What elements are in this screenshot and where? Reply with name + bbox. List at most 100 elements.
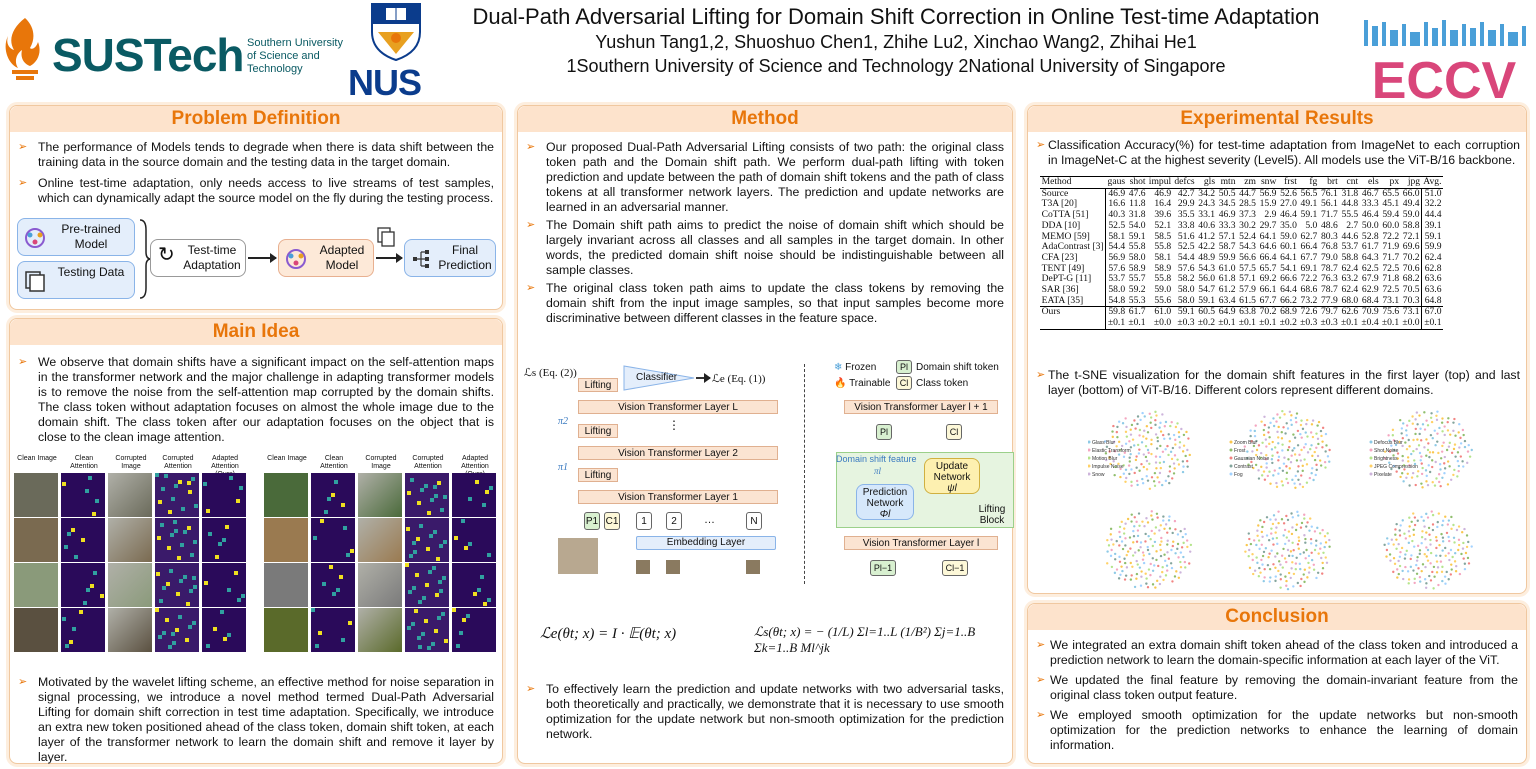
results-caption: Classification Accuracy(%) for test-time… — [1028, 138, 1520, 168]
table-cell: 63.6 — [1421, 284, 1444, 296]
table-cell: 59.1 — [1300, 209, 1318, 221]
main-idea-panel: Main Idea We observe that domain shifts … — [9, 318, 503, 764]
clean-image — [264, 608, 308, 652]
attention-map-grid: Clean Image Clean Attention Corrupted Imag… — [14, 455, 502, 652]
table-cell: 59.4 — [1382, 209, 1400, 221]
table-cell: 24.3 — [1198, 198, 1216, 210]
table-cell: 55.8 — [1154, 241, 1172, 253]
attention-column-label: Clean Attention — [70, 455, 98, 470]
table-cell: 52.8 — [1361, 230, 1379, 242]
table-cell: 16.4 — [1154, 198, 1172, 210]
attention-column-label: Corrupted Attention — [412, 455, 444, 470]
table-cell: 45.1 — [1382, 198, 1400, 210]
table-cell: 69.1 — [1300, 262, 1318, 274]
tsne-legend-dot — [1088, 456, 1091, 460]
table-cell: 62.4 — [1341, 262, 1359, 274]
table-cell: 11.8 — [1129, 198, 1146, 210]
corrupted-image — [358, 608, 402, 652]
table-cell: 58.1 — [1105, 231, 1127, 243]
table-cell: 71.7 — [1320, 209, 1338, 221]
attention-column-label: Clean Image — [267, 455, 307, 462]
conclusion-bullet: We employed smooth optimization for the … — [1028, 708, 1518, 753]
tsne-legend-dot — [1229, 456, 1233, 460]
table-cell: 59.9 — [1218, 251, 1236, 263]
table-cell: 57.5 — [1239, 262, 1256, 274]
flow-arrow — [248, 253, 277, 263]
table-cell: 79.7 — [1318, 306, 1340, 319]
sustech-flame-icon — [5, 18, 40, 80]
table-cell: 63.2 — [1341, 273, 1359, 285]
table-cell: 54.8 — [1105, 295, 1127, 307]
class-token: Cl — [896, 376, 912, 390]
table-header-cell: shot — [1126, 176, 1148, 189]
table-cell: 71.7 — [1382, 251, 1400, 263]
table-cell: 75.6 — [1380, 306, 1401, 319]
table-cell: 64.3 — [1361, 251, 1379, 263]
table-cell: 44.7 — [1239, 187, 1256, 199]
table-cell: 48.9 — [1198, 251, 1216, 263]
table-cell: 61.0 — [1147, 306, 1173, 319]
table-header-cell: gls — [1196, 176, 1217, 189]
table-cell: 58.2 — [1177, 273, 1195, 285]
attention-map — [405, 518, 449, 562]
table-header-cell: px — [1380, 176, 1401, 189]
table-cell: 73.2 — [1300, 294, 1318, 306]
table-cell: 54.4 — [1105, 242, 1127, 253]
classifier-triangle — [623, 365, 695, 391]
table-cell: 60.5 — [1196, 306, 1217, 319]
class-token: Cl — [946, 424, 962, 440]
table-cell: 72.2 — [1300, 273, 1318, 285]
table-cell: ±0.1 — [1339, 317, 1360, 330]
clean-image — [14, 473, 58, 517]
table-cell: 72.5 — [1382, 284, 1400, 296]
table-cell: 73.1 — [1400, 306, 1422, 319]
table-cell: 42.7 — [1177, 187, 1195, 199]
table-header-cell: snw — [1257, 176, 1279, 189]
table-cell: 67.7 — [1259, 294, 1277, 306]
table-cell: 42.2 — [1198, 241, 1216, 253]
attention-column-label: Corrupted Image — [365, 455, 397, 470]
attention-column-label: Clean Attention — [320, 455, 348, 470]
attention-map — [61, 608, 105, 652]
method-bottom-paragraph: To effectively learn the prediction and … — [518, 682, 1004, 742]
table-header-cell: fg — [1298, 176, 1319, 189]
table-row-std: ±0.1±0.1±0.0±0.3±0.2±0.1±0.1±0.1±0.2±0.3… — [1040, 317, 1444, 330]
corrupted-image — [108, 518, 152, 562]
clean-image — [14, 608, 58, 652]
table-cell: 54.3 — [1239, 241, 1256, 253]
table-cell: 29.7 — [1259, 219, 1277, 231]
fire-icon: 🔥 — [834, 378, 847, 389]
table-cell: 46.9 — [1154, 187, 1172, 199]
domain-token-legend: Domain shift token — [916, 362, 999, 373]
table-cell: 56.9 — [1105, 252, 1127, 264]
tsne-legend-label: Elastic Transform — [1092, 448, 1131, 454]
attention-map — [405, 608, 449, 652]
table-cell: 69.6 — [1402, 241, 1420, 253]
table-cell: 61.7 — [1126, 306, 1148, 319]
attention-map — [311, 563, 355, 607]
table-header-cell: cnt — [1339, 176, 1360, 189]
patch-token: 1 — [636, 512, 652, 530]
tsne-legend-dot — [1369, 456, 1373, 460]
tsne-legend-dot — [1088, 440, 1091, 444]
sustech-subtitle: Southern University of Science and Techn… — [247, 37, 343, 75]
table-cell: 54.1 — [1280, 262, 1297, 274]
tsne-cluster — [1103, 410, 1191, 490]
tsne-legend-label: Brightness — [1374, 456, 1398, 462]
table-cell: ±0.0 — [1147, 317, 1173, 330]
table-cell: 52.4 — [1239, 230, 1256, 242]
table-cell: 56.6 — [1239, 251, 1256, 263]
attention-column-label: Corrupted Image — [115, 455, 147, 470]
sustech-logo-text: SUSTech — [52, 29, 245, 81]
table-cell: 50.5 — [1218, 187, 1236, 199]
attention-map — [61, 563, 105, 607]
table-cell: 64.8 — [1421, 295, 1444, 307]
class-token: Cl−1 — [942, 560, 968, 576]
table-cell: 44.6 — [1341, 230, 1359, 242]
table-cell: 55.7 — [1128, 273, 1146, 285]
tsne-legend-dot — [1229, 440, 1233, 444]
